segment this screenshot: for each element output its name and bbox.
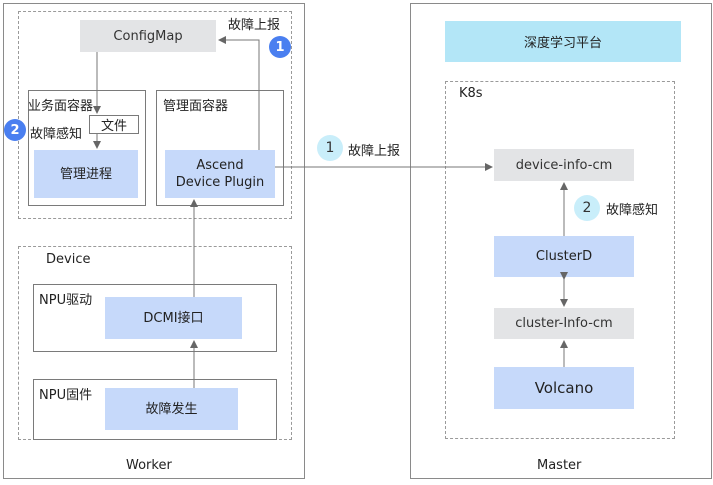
link-fault-report-label: 故障上报 [348,144,401,159]
npu-driver-label: NPU驱动 [39,293,93,308]
mgmt-process-box: 管理进程 [34,150,138,198]
master-step-2-badge: 2 [574,195,600,221]
volcano-box: Volcano [494,367,634,409]
device-info-cm-box: device-info-cm [494,149,634,181]
management-container-label: 管理面容器 [163,99,229,114]
k8s-label: K8s [459,86,483,101]
business-container-label: 业务面容器 [28,99,94,114]
plugin-to-configmap-arrow [218,36,260,150]
link-step-1-badge: 1 [317,135,343,161]
worker-label: Worker [126,458,172,473]
ascend-plugin-box: Ascend Device Plugin [165,150,275,198]
fault-report-label: 故障上报 [228,18,281,33]
configmap-box: ConfigMap [80,20,216,52]
platform-box: 深度学习平台 [445,21,681,62]
clusterd-box: ClusterD [494,236,634,277]
fault-occur-box: 故障发生 [105,388,238,430]
npu-firmware-label: NPU固件 [39,388,93,403]
fault-sense-label: 故障感知 [30,127,83,142]
device-label: Device [46,252,91,267]
step-2-badge: 2 [4,119,26,141]
dcmi-box: DCMI接口 [105,297,242,339]
cluster-info-cm-box: cluster-Info-cm [494,308,634,339]
master-label: Master [537,458,582,473]
file-tag: 文件 [89,115,139,134]
k8s-region [445,81,675,439]
worker-container-region [18,11,292,219]
step-1-badge: 1 [269,36,291,58]
master-fault-sense-label: 故障感知 [606,203,659,218]
